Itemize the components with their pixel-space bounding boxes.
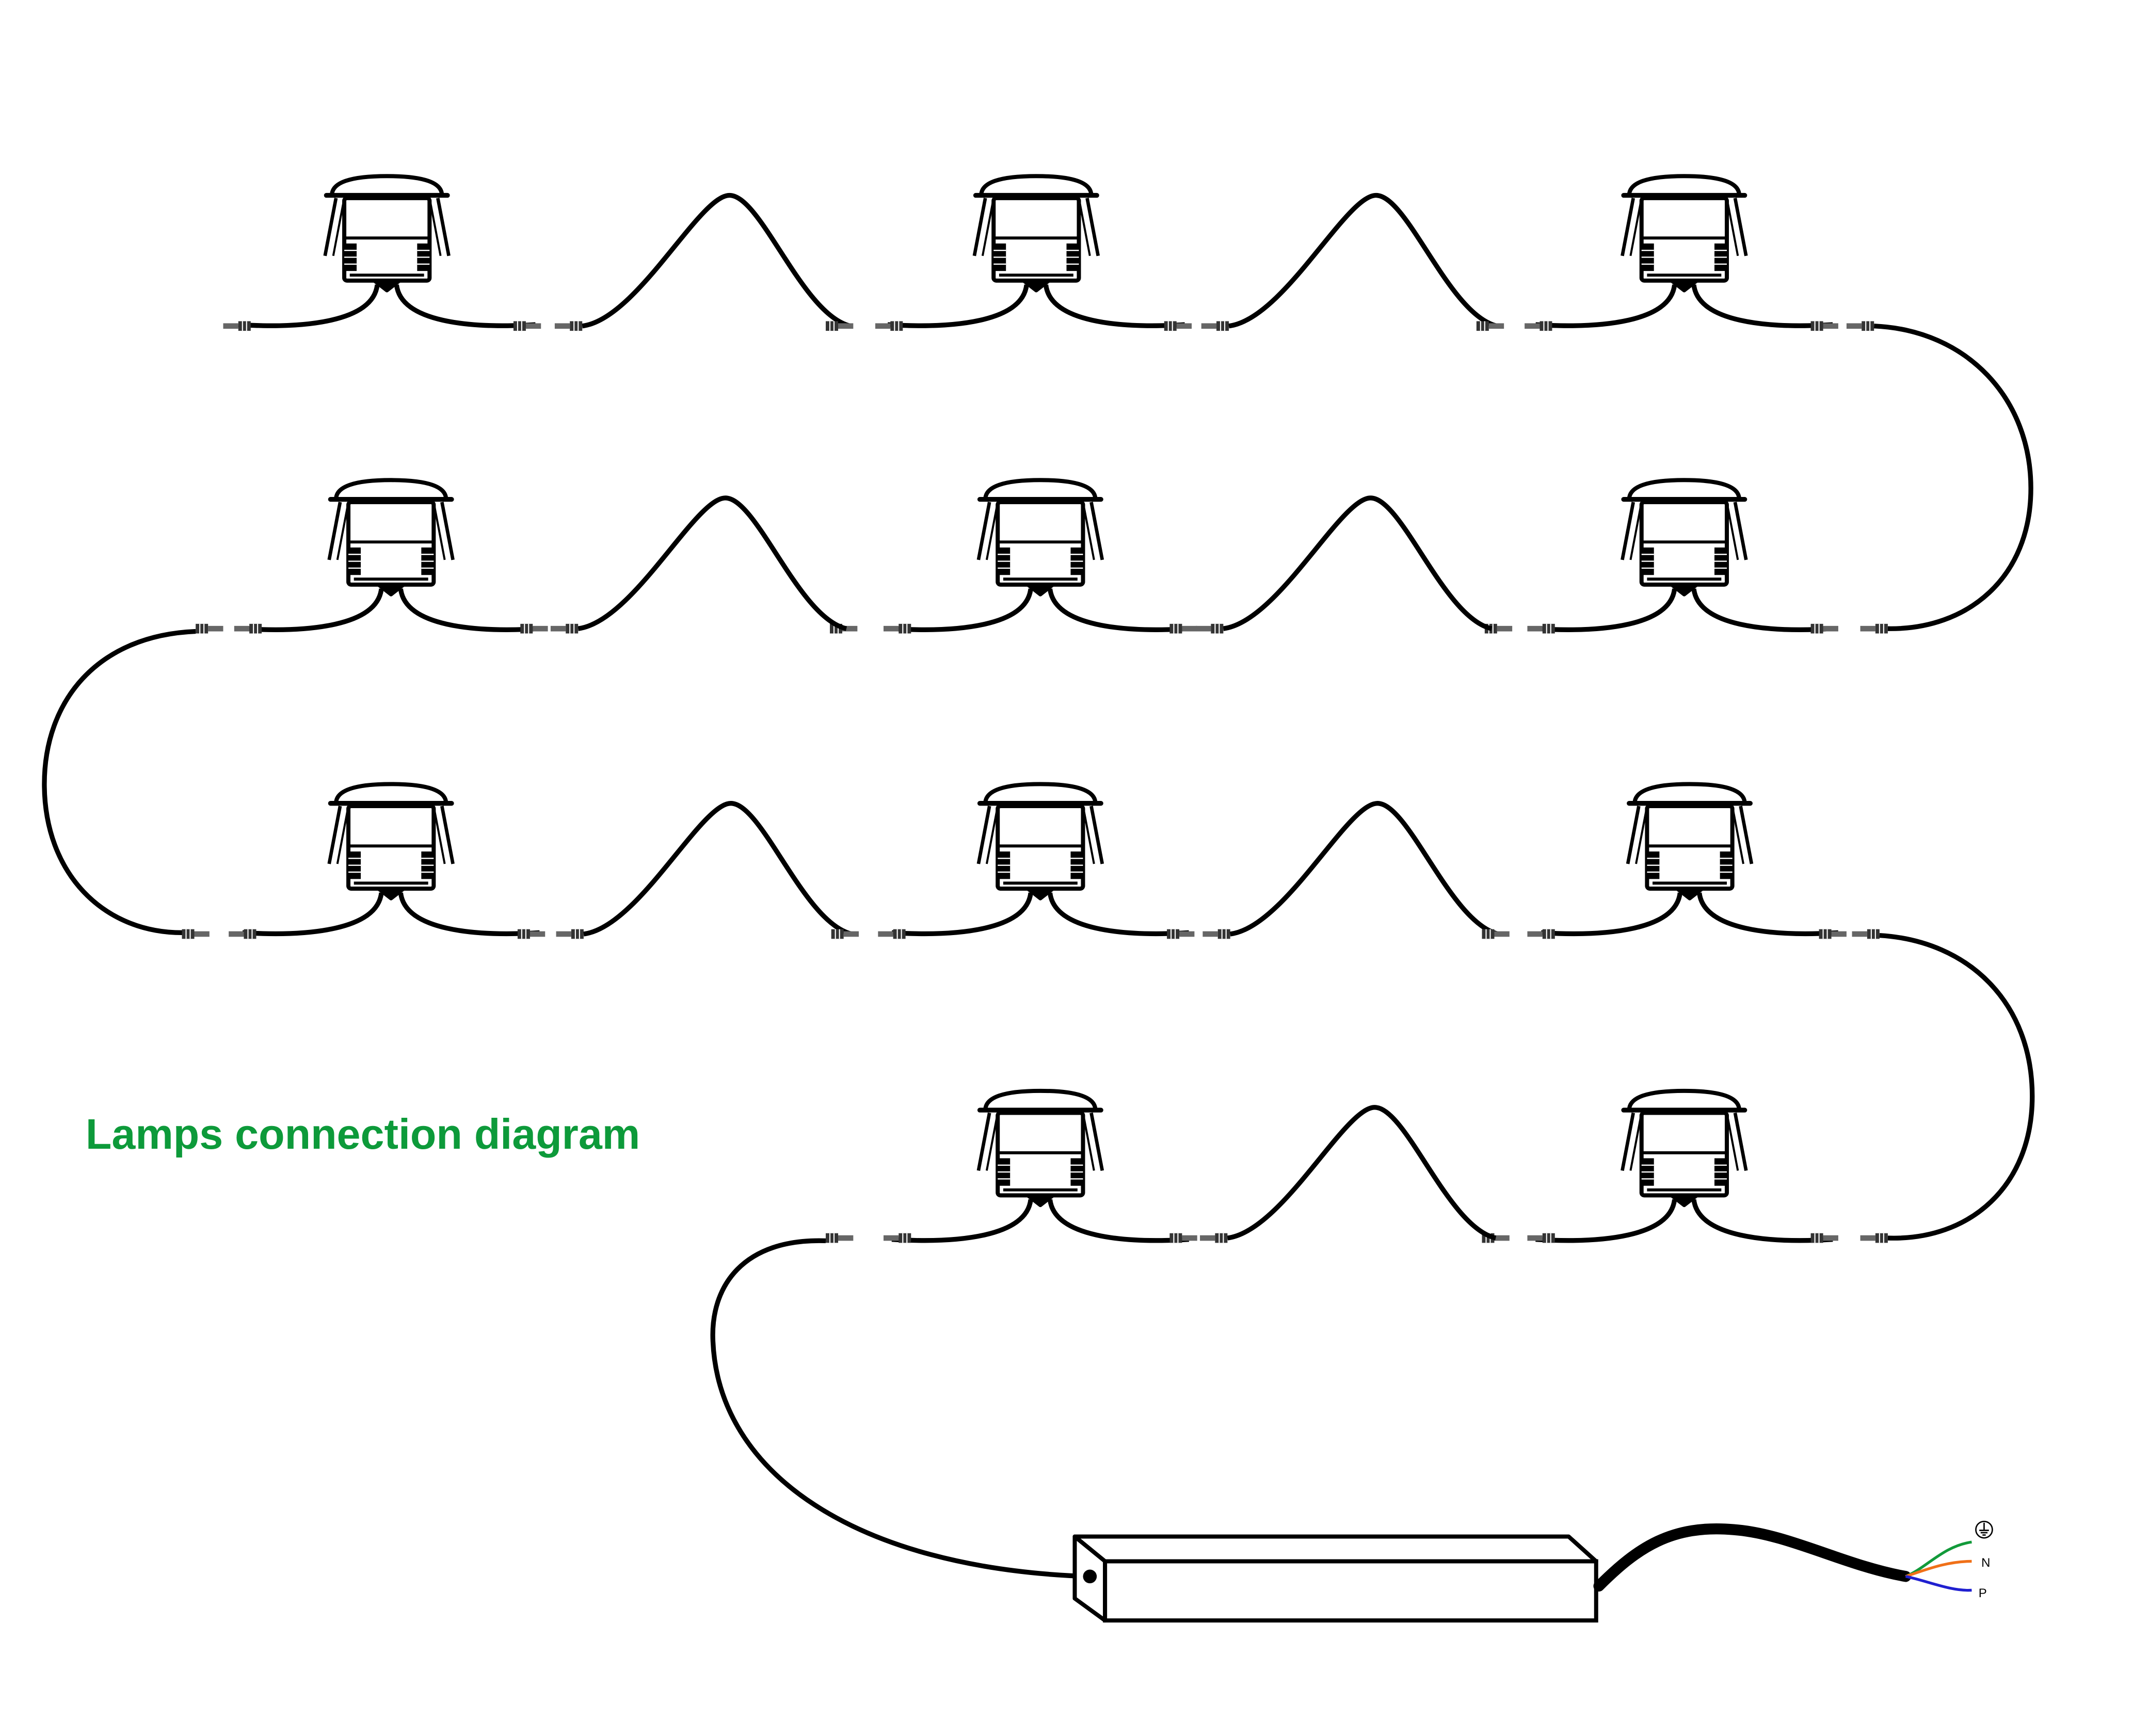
connector [228, 928, 257, 940]
mains-cable [1593, 1523, 1912, 1592]
connector [1851, 928, 1880, 940]
lamp-4 [243, 480, 540, 630]
extension-cable [582, 196, 851, 326]
connector [1846, 320, 1875, 332]
row-4 [825, 1091, 1888, 1244]
phase-wire [1905, 1575, 1972, 1592]
lamp-7 [243, 784, 540, 934]
connector [1527, 928, 1555, 940]
connector [877, 928, 906, 940]
connector [512, 320, 542, 332]
extension-cable [578, 498, 846, 629]
connector [554, 320, 583, 332]
row-2 [195, 480, 1888, 634]
loop-cable-right-2 [1879, 933, 2035, 1241]
extension-cable [1230, 803, 1499, 934]
earth-ground-icon [1975, 1520, 1993, 1539]
connector [1195, 623, 1224, 634]
lamp-8 [892, 784, 1189, 934]
loop-cable-right-1 [1874, 324, 2033, 631]
power-supply-driver [1072, 1534, 1598, 1623]
connector [1481, 928, 1510, 940]
connector [825, 1232, 854, 1244]
connector [1810, 320, 1839, 332]
connector [222, 320, 251, 332]
lamp-5 [892, 480, 1189, 630]
lamp-6 [1535, 480, 1833, 630]
earth-wire [1905, 1540, 1972, 1578]
connector [1199, 1232, 1228, 1244]
connector [1859, 623, 1888, 634]
connector [195, 623, 224, 634]
loop-cable-left [42, 629, 196, 935]
connector [1200, 320, 1230, 332]
lamp-11 [1535, 1091, 1833, 1241]
lamp-1 [238, 176, 536, 326]
row-3 [181, 784, 1880, 940]
neutral-wire [1905, 1560, 1972, 1578]
connector [883, 623, 912, 634]
extension-cable [584, 803, 852, 934]
row-1 [222, 176, 1875, 332]
connector [550, 623, 579, 634]
lamp-10 [892, 1091, 1189, 1241]
connector [181, 928, 210, 940]
connector [1202, 928, 1231, 940]
connector [233, 623, 263, 634]
connector [1169, 623, 1198, 634]
connector [555, 928, 584, 940]
lamp-2 [888, 176, 1185, 326]
connector [520, 623, 549, 634]
extension-cable [1227, 1107, 1496, 1238]
extension-cable [1223, 498, 1492, 629]
phase-label: P [1979, 1586, 1987, 1600]
connector [1859, 1232, 1888, 1244]
connector [517, 928, 546, 940]
connector [1810, 623, 1839, 634]
connector [1166, 928, 1195, 940]
connector [1527, 623, 1555, 634]
neutral-label: N [1981, 1556, 1990, 1570]
lamp-3 [1535, 176, 1833, 326]
extension-cable [1229, 196, 1497, 326]
feed-cable [710, 1238, 1087, 1579]
diagram-title: Lamps connection diagram [86, 1110, 640, 1158]
lamp-9 [1541, 784, 1838, 934]
